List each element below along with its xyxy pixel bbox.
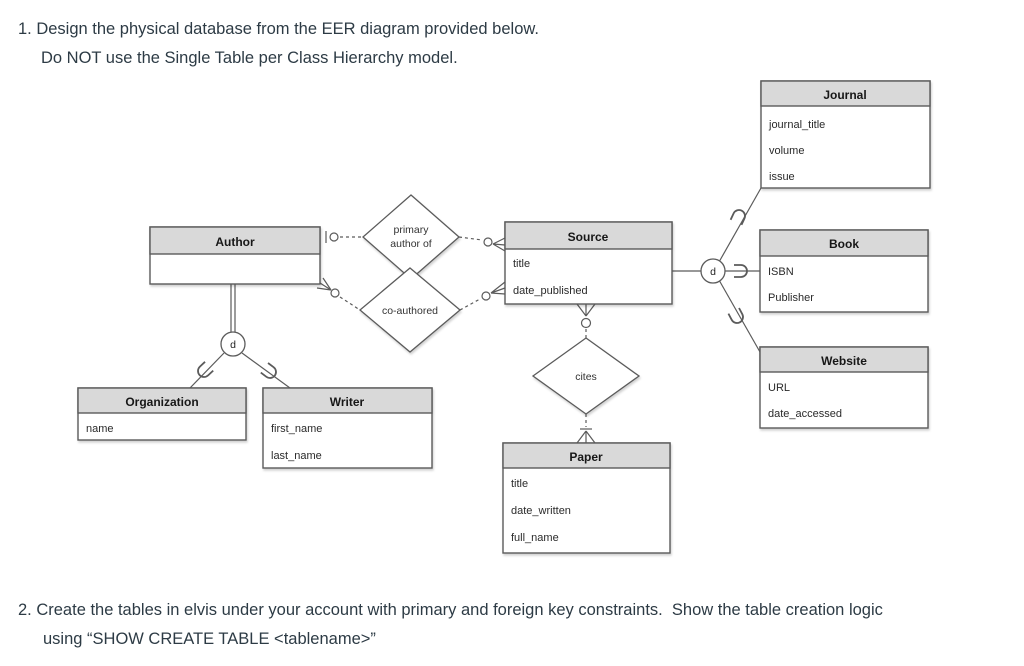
entity-journal-title: Journal — [823, 88, 866, 102]
connector-specialization-organization — [189, 352, 225, 389]
connector-specialization-website — [718, 279, 761, 353]
instruction-1: 1. Design the physical database from the… — [18, 15, 539, 73]
instruction-1-line-1: 1. Design the physical database from the… — [18, 20, 539, 38]
connector-co-authored-source — [459, 281, 506, 311]
entity-book-attr-isbn: ISBN — [768, 266, 794, 278]
entity-paper-attr-full-name: full_name — [511, 532, 559, 544]
relationship-cites: cites — [531, 337, 641, 415]
connector-author-specialization — [230, 284, 236, 333]
entity-journal-attr-volume: volume — [769, 145, 804, 157]
entity-book: Book ISBN Publisher — [759, 229, 929, 313]
relationship-co-authored-label: co-authored — [382, 305, 438, 317]
specialization-circle-source-label: d — [710, 266, 716, 278]
connector-author-primary-author-of — [325, 231, 363, 243]
entity-organization-attr-name: name — [86, 423, 114, 435]
entity-source-title: Source — [568, 230, 609, 244]
entity-paper-title: Paper — [569, 450, 603, 464]
connector-source-cites — [576, 303, 596, 338]
specialization-circle-source: d — [700, 258, 726, 284]
connector-specialization-book — [725, 264, 760, 278]
specialization-circle-author-label: d — [230, 339, 236, 351]
entity-source-attr-date-published: date_published — [513, 285, 588, 297]
relationship-primary-author-of: primary author of — [362, 194, 460, 280]
entity-author: Author — [149, 226, 321, 285]
entity-paper-attr-title: title — [511, 478, 528, 490]
entity-author-title: Author — [215, 235, 255, 249]
connector-author-co-authored — [316, 277, 361, 311]
entity-paper-attr-date-written: date_written — [511, 505, 571, 517]
entity-organization-title: Organization — [125, 395, 198, 409]
connector-specialization-journal — [718, 187, 762, 263]
entity-journal-attr-issue: issue — [769, 171, 795, 183]
entity-website-title: Website — [821, 354, 867, 368]
entity-writer-attr-first-name: first_name — [271, 423, 322, 435]
relationship-cites-label: cites — [575, 371, 597, 383]
connector-primary-author-of-source — [458, 236, 506, 252]
instruction-2-line-2: using “SHOW CREATE TABLE <tablename>” — [43, 630, 376, 648]
instruction-2: 2. Create the tables in elvis under your… — [18, 596, 883, 654]
entity-website-attr-url: URL — [768, 382, 790, 394]
relationship-primary-author-of-label-1: primary — [393, 224, 429, 236]
relationship-primary-author-of-label-2: author of — [390, 238, 432, 250]
connector-cites-paper — [576, 414, 596, 444]
entity-writer-title: Writer — [330, 395, 365, 409]
relationship-co-authored: co-authored — [358, 267, 462, 353]
entity-book-title: Book — [829, 237, 859, 251]
entity-source: Source title date_published — [504, 221, 673, 305]
entity-writer-attr-last-name: last_name — [271, 450, 322, 462]
specialization-circle-author: d — [220, 331, 246, 357]
entity-book-attr-publisher: Publisher — [768, 292, 814, 304]
entity-paper: Paper title date_written full_name — [502, 442, 671, 554]
entity-website: Website URL date_accessed — [759, 346, 929, 429]
instruction-2-line-1: 2. Create the tables in elvis under your… — [18, 601, 883, 619]
connector-specialization-writer — [241, 352, 291, 389]
entity-source-attr-title: title — [513, 258, 530, 270]
entity-organization: Organization name — [77, 387, 247, 441]
instruction-1-line-2: Do NOT use the Single Table per Class Hi… — [41, 49, 458, 67]
entity-website-attr-date-accessed: date_accessed — [768, 408, 842, 420]
entity-journal-attr-journal-title: journal_title — [768, 119, 825, 131]
entity-writer: Writer first_name last_name — [262, 387, 433, 469]
entity-journal: Journal journal_title volume issue — [760, 80, 931, 189]
